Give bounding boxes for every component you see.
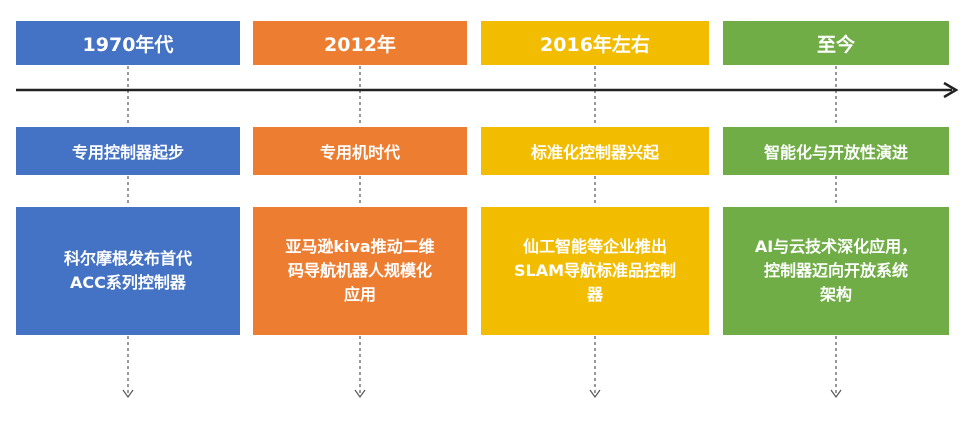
- theme-label-2: 专用机时代: [253, 127, 467, 175]
- theme-label-4: 智能化与开放性演进: [723, 127, 949, 175]
- timeline-arrow-icon: [943, 81, 959, 99]
- detail-line: 科尔摩根发布首代: [63, 249, 192, 268]
- theme-label-1: 专用控制器起步: [16, 127, 240, 175]
- era-label-4: 至今: [723, 21, 949, 65]
- era-label-2: 2012年: [253, 21, 467, 65]
- detail-box-1: 科尔摩根发布首代 ACC系列控制器: [16, 207, 240, 335]
- detail-box-4: AI与云技术深化应用， 控制器迈向开放系统 架构: [723, 207, 949, 335]
- detail-line: 器: [586, 285, 603, 304]
- down-arrow-icon: [122, 389, 134, 399]
- detail-line: SLAM导航标准品控制: [513, 261, 677, 280]
- era-label-3: 2016年左右: [481, 21, 709, 65]
- down-arrow-icon: [354, 389, 366, 399]
- detail-box-3: 仙工智能等企业推出 SLAM导航标准品控制 器: [481, 207, 709, 335]
- detail-line: 控制器迈向开放系统: [763, 261, 908, 280]
- detail-line: 架构: [819, 285, 852, 304]
- detail-line: 亚马逊kiva推动二维: [285, 237, 435, 256]
- detail-box-2: 亚马逊kiva推动二维 码导航机器人规模化 应用: [253, 207, 467, 335]
- theme-label-3: 标准化控制器兴起: [481, 127, 709, 175]
- era-label-1: 1970年代: [16, 21, 240, 65]
- down-arrow-icon: [589, 389, 601, 399]
- detail-line: 应用: [343, 285, 376, 304]
- detail-line: 仙工智能等企业推出: [522, 237, 667, 256]
- detail-line: 码导航机器人规模化: [287, 261, 432, 280]
- detail-line: AI与云技术深化应用，: [754, 237, 918, 256]
- down-arrow-icon: [830, 389, 842, 399]
- detail-line: ACC系列控制器: [70, 273, 186, 292]
